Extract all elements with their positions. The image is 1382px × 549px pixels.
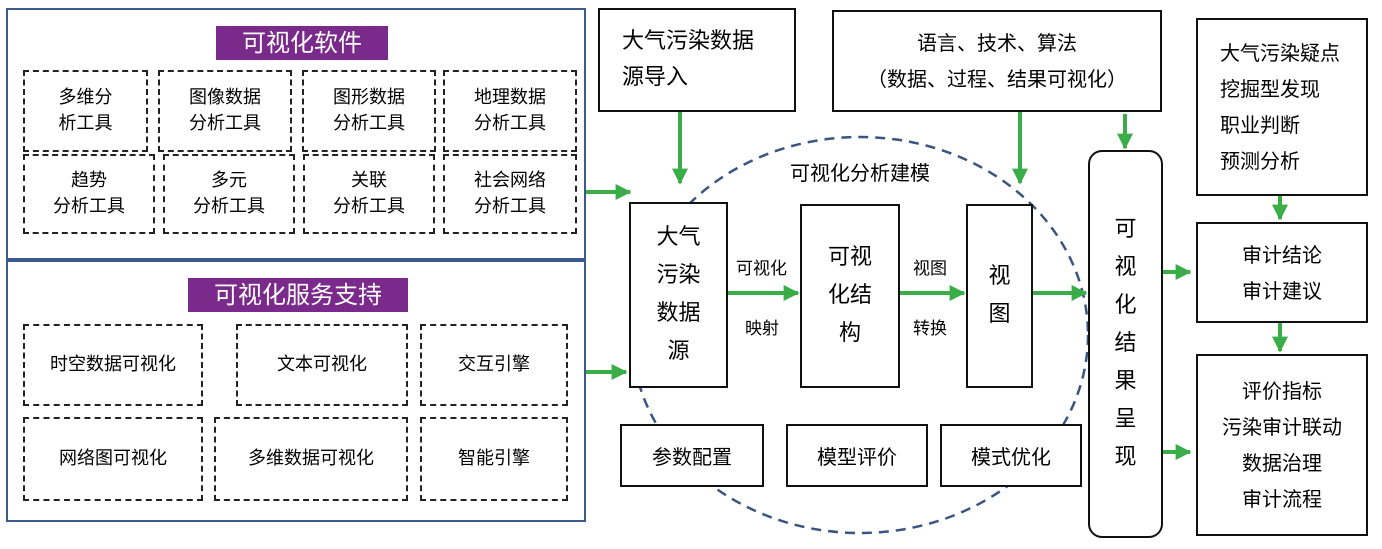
mapping-label-bottom: 映射 <box>745 319 779 339</box>
pollution-source-box: 大气 污染 数据 源 <box>629 202 728 388</box>
service-multidim-data: 多维数据可视化 <box>214 417 408 501</box>
service-spatiotemporal: 时空数据可视化 <box>23 324 203 406</box>
conclusion-box: 审计结论 审计建议 <box>1196 222 1368 323</box>
pollution-import-box: 大气污染数据 源导入 <box>598 8 796 112</box>
service-text: 文本可视化 <box>236 324 408 406</box>
software-panel: 可视化软件 多维分 析工具 图像数据 分析工具 图形数据 分析工具 地理数据 分… <box>6 8 586 260</box>
result-presentation-box: 可 视 化 结 果 呈 现 <box>1088 150 1163 538</box>
model-eval-box: 模型评价 <box>786 424 928 487</box>
service-interaction-engine: 交互引擎 <box>420 324 568 406</box>
view-box: 视 图 <box>966 204 1033 388</box>
software-panel-title: 可视化软件 <box>216 26 388 60</box>
tool-multivariate: 多元 分析工具 <box>163 154 295 234</box>
tool-graphic: 图形数据 分析工具 <box>302 70 436 152</box>
tool-social-network: 社会网络 分析工具 <box>443 154 577 234</box>
service-network-graph: 网络图可视化 <box>23 417 203 501</box>
tool-image: 图像数据 分析工具 <box>158 70 292 152</box>
param-config-box: 参数配置 <box>620 424 764 487</box>
service-panel-title: 可视化服务支持 <box>188 278 408 312</box>
viz-structure-box: 可视 化结 构 <box>800 204 900 388</box>
modeling-title: 可视化分析建模 <box>790 161 930 185</box>
mapping-label-top: 可视化 <box>736 259 787 279</box>
mode-opt-box: 模式优化 <box>940 424 1082 487</box>
tool-multidim: 多维分 析工具 <box>23 70 148 152</box>
tool-trend: 趋势 分析工具 <box>23 154 155 234</box>
transform-label-bottom: 转换 <box>913 319 947 339</box>
discovery-box: 大气污染疑点 挖掘型发现 职业判断 预测分析 <box>1196 18 1368 196</box>
transform-label-top: 视图 <box>913 259 947 279</box>
tool-geographic: 地理数据 分析工具 <box>443 70 577 152</box>
language-tech-box: 语言、技术、算法 （数据、过程、结果可视化） <box>832 10 1162 112</box>
evaluation-box: 评价指标 污染审计联动 数据治理 审计流程 <box>1196 354 1368 536</box>
service-smart-engine: 智能引擎 <box>420 417 568 501</box>
tool-correlation: 关联 分析工具 <box>303 154 435 234</box>
service-panel: 可视化服务支持 时空数据可视化 文本可视化 交互引擎 网络图可视化 多维数据可视… <box>6 260 586 522</box>
